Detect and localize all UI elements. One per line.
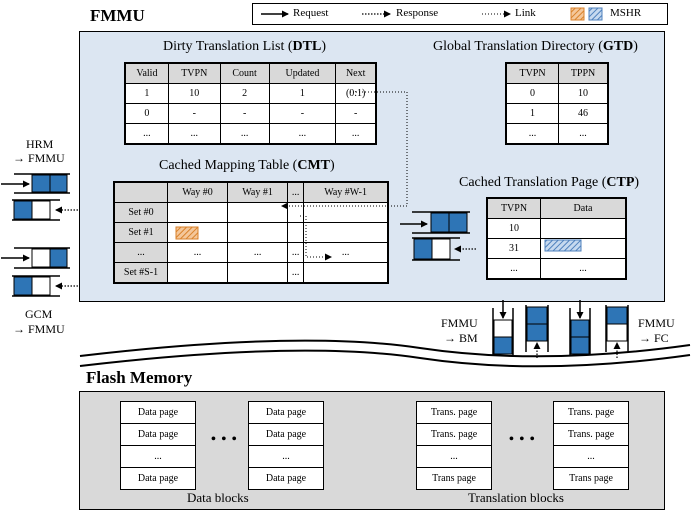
gcm-label-line2: → FMMU (13, 322, 65, 336)
translation-blocks-ellipsis: • • • (509, 432, 536, 447)
data-page: Data page (265, 473, 307, 484)
translation-block: Trans. page Trans. page ... Trans page (553, 401, 629, 490)
trans-page: ... (417, 446, 491, 468)
data-blocks-label: Data blocks (187, 490, 249, 505)
hrm-label-line1: HRM (26, 137, 54, 151)
gtd-cell: ... (558, 123, 609, 145)
dtl-header: Updated (268, 62, 337, 84)
fc-label-line1: FMMU (638, 316, 675, 330)
cmt-header: ... (287, 181, 305, 203)
ctp-title: Cached Translation Page (CTP) (459, 175, 640, 190)
bm-request-queue (492, 300, 514, 355)
bm-label-line2: → BM (444, 331, 478, 345)
legend-mshr-label: MSHR (610, 7, 642, 19)
flash-memory-title: Flash Memory (86, 368, 193, 387)
data-page: ... (121, 446, 195, 468)
gtd-table: TVPN TPPN 0 10 1 46 ... ... (505, 62, 609, 145)
bm-response-queue (525, 305, 549, 358)
ctp-cell: ... (540, 258, 627, 280)
translation-blocks-label: Translation blocks (468, 490, 564, 505)
dtl-title: Dirty Translation List (DTL) (163, 39, 326, 54)
trans-page: Trans. page (554, 424, 628, 446)
data-page: Data page (249, 424, 323, 446)
legend-request-label: Request (293, 7, 329, 19)
data-page: Data page (137, 473, 179, 484)
translation-block: Trans. page Trans. page ... Trans page (416, 401, 492, 490)
gtd-title: Global Translation Directory (GTD) (433, 39, 638, 54)
cmt-title: Cached Mapping Table (CMT) (159, 158, 335, 173)
cmt-row-label: Set #S-1 (113, 262, 168, 284)
hrm-request-queue (1, 173, 70, 194)
cmt-header (113, 181, 168, 203)
fmmu-title: FMMU (90, 6, 145, 25)
data-page: Data page (121, 402, 195, 424)
cmt-table: Way #0 Way #1 ... Way #W-1 Set #0 Set #1… (113, 181, 389, 284)
trans-page: Trans. page (417, 402, 491, 424)
legend-mshr-swatches (570, 7, 603, 21)
cmt-row-label: ... (113, 242, 168, 263)
trans-page: Trans page (569, 473, 613, 484)
data-block: Data page Data page ... Data page (248, 401, 324, 490)
ctp-table: TVPN Data 10 31 ... ... (486, 197, 627, 280)
fc-response-queue (605, 305, 629, 358)
trans-page: ... (554, 446, 628, 468)
trans-page: Trans. page (417, 424, 491, 446)
gtd-header: TVPN (505, 62, 560, 84)
gcm-label-line1: GCM (25, 307, 53, 321)
legend-response-label: Response (396, 7, 439, 19)
dtl-cell: - (335, 103, 377, 124)
fc-label-line2: → FC (639, 331, 669, 345)
cmt-cell (303, 262, 389, 284)
ctp-mshr-entry (544, 239, 582, 252)
gtd-cell: 46 (558, 103, 609, 124)
cmt-cell: ... (227, 242, 289, 263)
ctp-header: Data (540, 197, 627, 219)
cmt-header: Way #0 (166, 181, 229, 203)
cmt-row-label: Set #1 (113, 222, 168, 243)
gtd-cell: 1 (505, 103, 560, 124)
data-page: ... (249, 446, 323, 468)
cmt-cell: ... (303, 242, 389, 263)
gcm-request-queue (1, 247, 70, 269)
data-page: Data page (121, 424, 195, 446)
trans-page: Trans page (432, 473, 476, 484)
wave-separator (79, 339, 691, 368)
gcm-response-queue (12, 275, 78, 297)
legend-link-label: Link (515, 7, 536, 19)
cmt-cell: ... (287, 262, 305, 284)
dtl-header: Count (219, 62, 270, 84)
dtl-to-cmt-link (281, 91, 408, 210)
cmt-mshr-entry (175, 226, 199, 240)
trans-page: Trans. page (554, 402, 628, 424)
data-blocks-ellipsis: • • • (211, 432, 238, 447)
hrm-label-line2: → FMMU (13, 151, 65, 165)
dtl-header: Next (335, 62, 377, 84)
data-page: Data page (249, 402, 323, 424)
dtl-cell: ... (167, 123, 221, 145)
data-block: Data page Data page ... Data page (120, 401, 196, 490)
gtd-cell: ... (505, 123, 560, 145)
cmt-row-label: Set #0 (113, 202, 168, 223)
cmt-cell: ... (287, 242, 305, 263)
dtl-cell: ... (124, 123, 169, 145)
fc-request-queue (569, 300, 591, 355)
hrm-response-queue (12, 199, 78, 221)
dtl-cell: 0 (124, 103, 169, 124)
dtl-cell: - (167, 103, 221, 124)
bm-label-line1: FMMU (441, 316, 478, 330)
dtl-cell: - (219, 103, 270, 124)
ctp-response-queue (412, 237, 476, 261)
legend (252, 3, 668, 25)
ctp-request-queue (400, 211, 470, 234)
dtl-cell: - (268, 103, 337, 124)
dtl-header: TVPN (167, 62, 221, 84)
cmt-header: Way #1 (227, 181, 289, 203)
dtl-table: Valid TVPN Count Updated Next 1 10 2 1 (… (124, 62, 377, 145)
dtl-cell: ... (335, 123, 377, 145)
cmt-internal-link (300, 215, 332, 261)
